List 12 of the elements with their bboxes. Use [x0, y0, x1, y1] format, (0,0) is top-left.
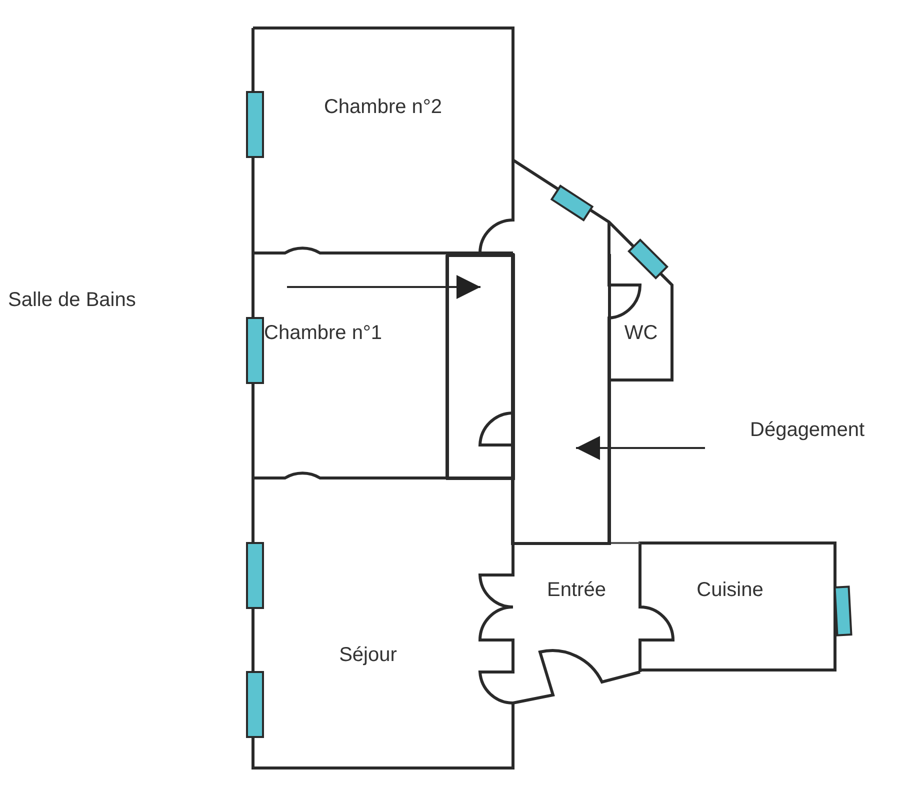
bathroom-box [446, 254, 515, 480]
corridor-area [511, 254, 611, 545]
room-label: Séjour [253, 637, 483, 673]
arrow [287, 275, 480, 299]
room-label: Dégagement [750, 418, 865, 442]
room-label: Chambre n°1 [264, 316, 447, 350]
room-label: Salle de Bains [8, 288, 136, 312]
room-label: Cuisine [640, 572, 820, 608]
room-label: WC [610, 316, 672, 350]
room-label: Chambre n°2 [253, 80, 513, 134]
arrow [576, 436, 705, 460]
room-label: Entrée [513, 572, 640, 608]
